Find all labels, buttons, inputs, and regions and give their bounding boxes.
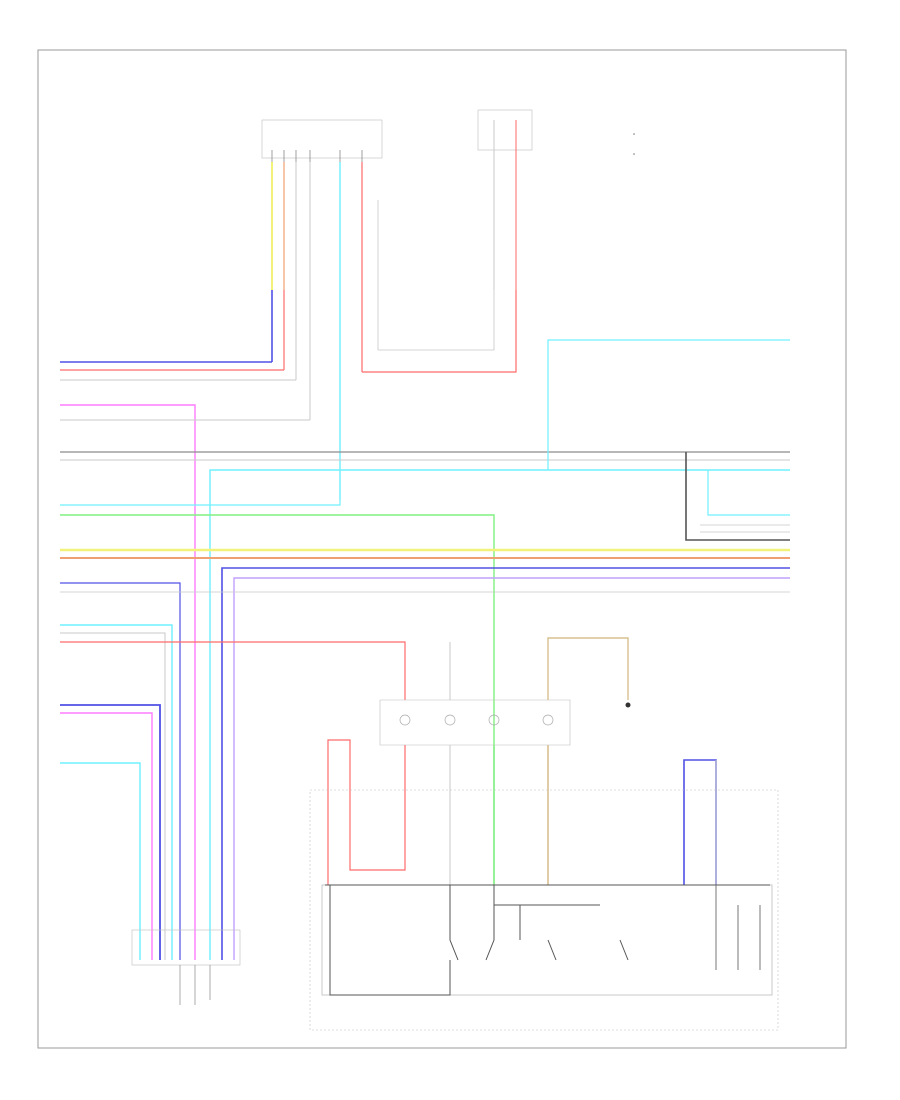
- white-loop-wire: [378, 290, 495, 351]
- legend: [633, 133, 635, 155]
- right-top-component-block: [477, 109, 533, 290]
- top-connector-body: [261, 119, 383, 159]
- lower-switch-unit: [309, 637, 779, 1031]
- switch-symbols: [449, 885, 629, 961]
- pin-3: [488, 714, 500, 726]
- top-component-block: [261, 119, 383, 162]
- pin-2: [444, 714, 456, 726]
- switch-enclosure: [309, 789, 779, 1031]
- bottom-connector-body: [131, 929, 241, 966]
- red-loop-wire: [362, 290, 517, 373]
- right-junction: [685, 452, 790, 541]
- right-top-connector-body: [477, 109, 533, 151]
- diagram-frame: [37, 49, 847, 1049]
- top-vertical-wires: [271, 162, 379, 500]
- light-blue-right-wire: [547, 339, 790, 470]
- right-stubs: [715, 885, 761, 970]
- bottom-left-connector: [131, 929, 241, 1005]
- switch-bus: [321, 884, 773, 996]
- pin-1: [399, 714, 411, 726]
- left-horizontal-wires: [60, 361, 790, 960]
- pin-4: [542, 714, 554, 726]
